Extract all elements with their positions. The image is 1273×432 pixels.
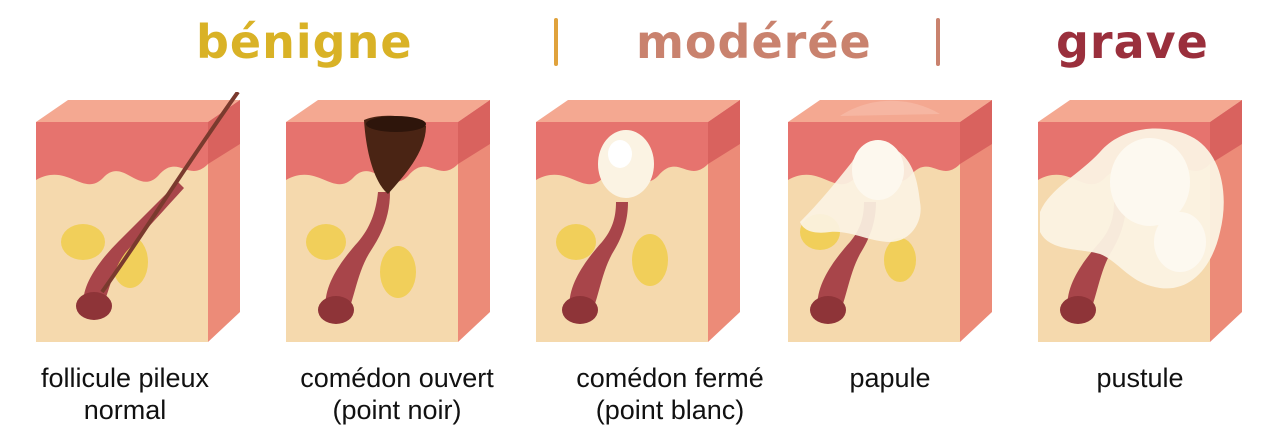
- caption-line-1: comédon ouvert: [262, 362, 532, 394]
- severity-label-mild: bénigne: [196, 14, 413, 70]
- severity-label-severe: grave: [1056, 14, 1209, 70]
- caption-open-comedone: comédon ouvert (point noir): [262, 362, 532, 426]
- severity-separator: [936, 18, 940, 66]
- severity-label-moderate: modérée: [636, 14, 872, 70]
- caption-closed-comedone: comédon fermé (point blanc): [540, 362, 800, 426]
- caption-pustule: pustule: [1040, 362, 1240, 394]
- closed-comedone-illustration: [528, 92, 748, 352]
- caption-line-1: papule: [790, 362, 990, 394]
- pustule-illustration: [1030, 92, 1250, 352]
- caption-line-2: (point noir): [262, 394, 532, 426]
- caption-normal-follicle: follicule pileux normal: [0, 362, 250, 426]
- papule-illustration: [780, 92, 1000, 352]
- caption-line-1: follicule pileux: [0, 362, 250, 394]
- normal-follicle-illustration: [28, 92, 248, 352]
- severity-separator: [554, 18, 558, 66]
- caption-line-1: pustule: [1040, 362, 1240, 394]
- caption-line-2: (point blanc): [540, 394, 800, 426]
- caption-line-2: normal: [0, 394, 250, 426]
- caption-line-1: comédon fermé: [540, 362, 800, 394]
- open-comedone-illustration: [278, 92, 498, 352]
- caption-papule: papule: [790, 362, 990, 394]
